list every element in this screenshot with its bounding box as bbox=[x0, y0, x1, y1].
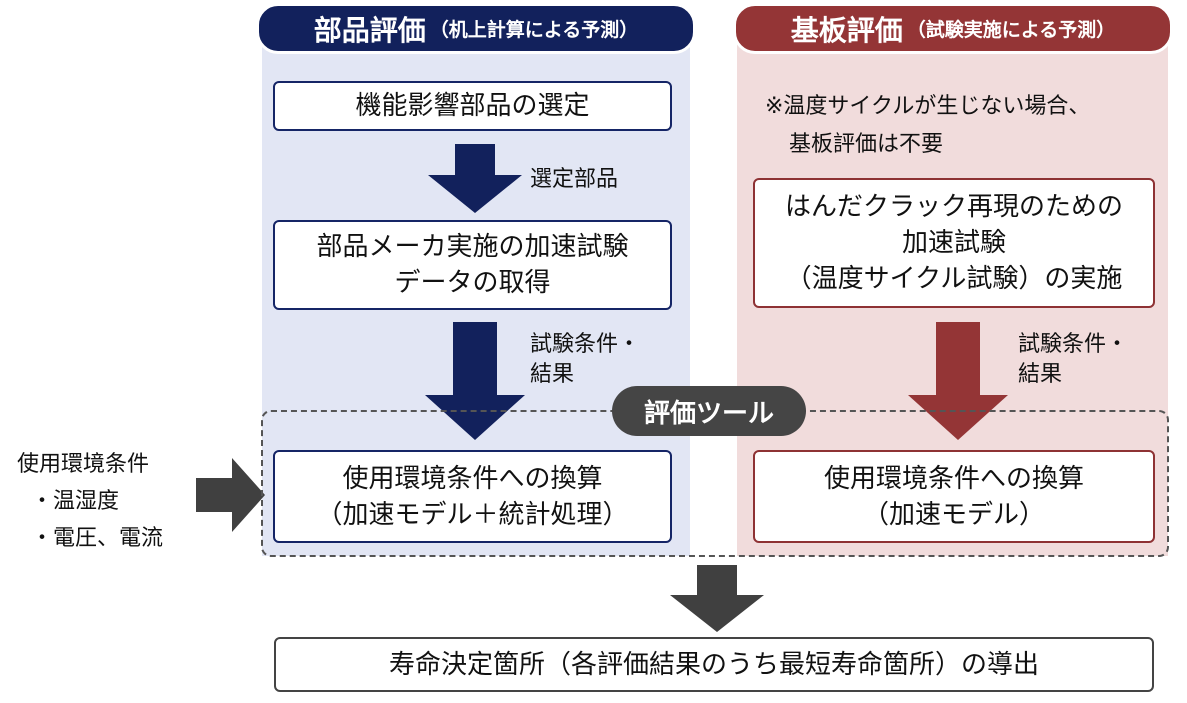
board-evaluation-note: ※温度サイクルが生じない場合、 基板評価は不要 bbox=[765, 88, 1090, 164]
solder-crack-test-box: はんだクラック再現のための 加速試験 （温度サイクル試験）の実施 bbox=[753, 178, 1155, 308]
board-evaluation-note-line1: ※温度サイクルが生じない場合、 bbox=[765, 94, 1091, 119]
acquire-test-data-box: 部品メーカ実施の加速試験 データの取得 bbox=[273, 220, 672, 310]
usage-conditions-item-temp-humidity: ・温湿度 bbox=[31, 489, 120, 514]
left-test-conditions-label: 試験条件・ 結果 bbox=[530, 330, 640, 390]
arrow-select-to-acquire bbox=[428, 144, 522, 213]
board-evaluation-note-line2: 基板評価は不要 bbox=[789, 132, 944, 157]
left-conversion-box: 使用環境条件への換算 （加速モデル＋統計処理） bbox=[273, 450, 672, 543]
acquire-test-data-line2: データの取得 bbox=[394, 268, 551, 298]
acquire-test-data-line1: 部品メーカ実施の加速試験 bbox=[316, 232, 629, 262]
evaluation-tool-label: 評価ツール bbox=[612, 386, 806, 436]
component-evaluation-title: 部品評価（机上計算による予測） bbox=[256, 3, 696, 54]
left-conversion-line1: 使用環境条件への換算 bbox=[342, 463, 603, 494]
component-evaluation-title-sub: （机上計算による予測） bbox=[429, 19, 639, 41]
selected-components-label: 選定部品 bbox=[530, 167, 619, 192]
right-test-conditions-label: 試験条件・ 結果 bbox=[1018, 330, 1128, 390]
select-components-box: 機能影響部品の選定 bbox=[273, 81, 672, 131]
usage-conditions-input: 使用環境条件 ・温湿度 ・電圧、電流 bbox=[17, 446, 163, 557]
component-evaluation-title-main: 部品評価 bbox=[313, 13, 426, 47]
right-conversion-line1: 使用環境条件への換算 bbox=[823, 463, 1084, 494]
select-components-text: 機能影響部品の選定 bbox=[355, 91, 590, 121]
right-conversion-line2: （加速モデル） bbox=[862, 499, 1045, 530]
left-conversion-line2: （加速モデル＋統計処理） bbox=[316, 499, 629, 530]
arrow-tool-to-output bbox=[670, 565, 764, 632]
right-test-conditions-line1: 試験条件・ bbox=[1018, 332, 1129, 357]
solder-crack-test-line2: 加速試験 bbox=[901, 228, 1006, 258]
solder-crack-test-line3: （温度サイクル試験）の実施 bbox=[785, 264, 1123, 294]
left-test-conditions-line2: 結果 bbox=[530, 362, 575, 387]
lifetime-determination-text: 寿命決定箇所（各評価結果のうち最短寿命箇所）の導出 bbox=[388, 649, 1039, 680]
arrow-input-to-tool bbox=[196, 458, 265, 532]
usage-conditions-title: 使用環境条件 bbox=[17, 452, 150, 477]
left-test-conditions-line1: 試験条件・ bbox=[530, 332, 641, 357]
lifetime-determination-box: 寿命決定箇所（各評価結果のうち最短寿命箇所）の導出 bbox=[274, 637, 1154, 692]
board-evaluation-title: 基板評価（試験実施による予測） bbox=[733, 3, 1173, 54]
right-conversion-box: 使用環境条件への換算 （加速モデル） bbox=[753, 450, 1155, 543]
usage-conditions-item-voltage-current: ・電圧、電流 bbox=[31, 526, 164, 551]
board-evaluation-title-main: 基板評価 bbox=[790, 13, 903, 47]
right-test-conditions-line2: 結果 bbox=[1018, 362, 1063, 387]
board-evaluation-title-sub: （試験実施による予測） bbox=[906, 19, 1116, 41]
solder-crack-test-line1: はんだクラック再現のための bbox=[784, 192, 1123, 222]
